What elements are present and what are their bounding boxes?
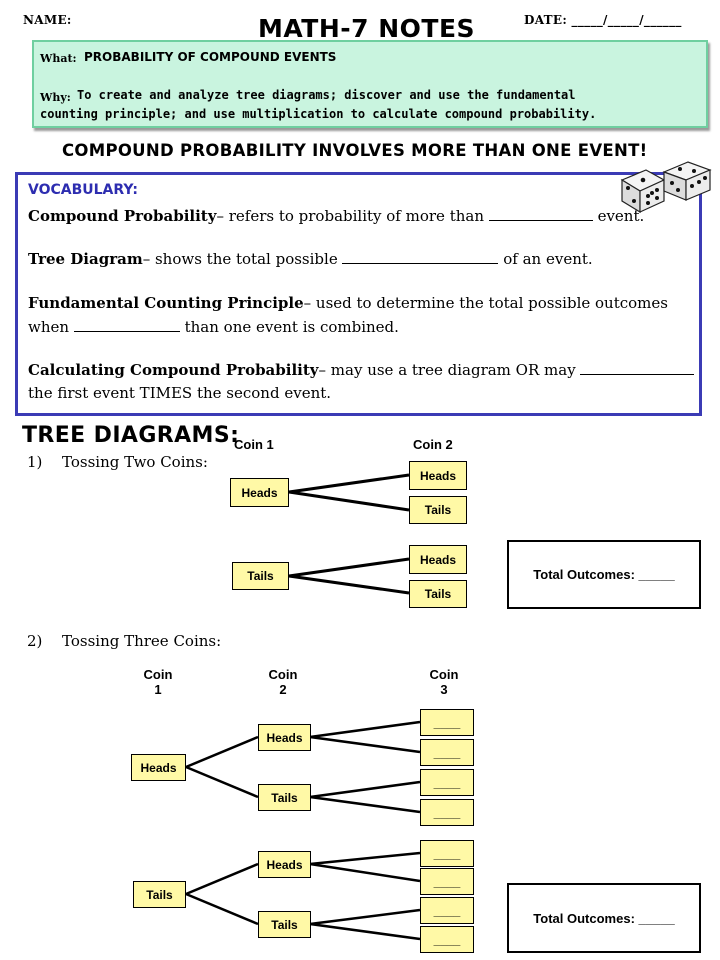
tree-diagrams-heading: TREE DIAGRAMS: [22,423,240,448]
tree-node-coin2-tails: Tails [258,911,311,938]
dice-icon [620,161,712,214]
total-outcomes-blank: _____ [638,910,675,926]
coin1-label: Coin 1 [143,667,173,697]
total-outcomes-label: Total Outcomes: [533,910,635,926]
fill-in-blank [580,362,695,375]
tree-node-coin2-heads: Heads [409,461,467,490]
vocab-term: Compound Probability [28,207,217,225]
why-text-line2: counting principle; and use multiplicati… [40,107,597,121]
vocab-definition-end: event. [597,207,645,225]
tree-node-coin2-heads: Heads [258,724,311,751]
vocab-item-fundamental-counting-line2: when than one event is combined. [28,316,399,339]
vocab-item-compound-probability: Compound Probability– refers to probabil… [28,205,644,228]
date-label: DATE: _____/_____/______ [524,13,682,27]
vocab-definition: – refers to probability of more than [216,207,484,225]
fill-in-blank [73,319,180,332]
name-label: NAME: [23,13,72,27]
coin2-label: Coin 2 [268,667,298,697]
tree-node-coin3-blank: ____ [420,799,474,826]
tree-node-coin3-blank: ____ [420,709,474,736]
vocab-term: Fundamental Counting Principle [28,294,304,312]
total-outcomes-box: Total Outcomes: _____ [507,883,701,953]
objective-box: What: PROBABILITY OF COMPOUND EVENTS Why… [32,40,708,128]
problem1-label: Tossing Two Coins: [62,453,208,471]
vocab-item-tree-diagram: Tree Diagram– shows the total possible o… [28,248,593,271]
tree-node-coin1-tails: Tails [133,881,186,908]
problem2-number: 2) [27,632,43,650]
vocab-term: Calculating Compound Probability [28,361,319,379]
tree-node-coin2-tails: Tails [409,580,467,608]
what-label: What: [40,52,77,65]
tree-node-coin2-heads: Heads [258,851,311,878]
tree-node-coin2-heads: Heads [409,545,467,574]
tree-node-coin1-tails: Tails [232,562,289,590]
tree-node-coin2-tails: Tails [409,496,467,524]
vocab-definition: – may use a tree diagram OR may [318,361,576,379]
coin2-label: Coin 2 [413,437,453,452]
section-subheading: COMPOUND PROBABILITY INVOLVES MORE THAN … [62,141,648,160]
tree-node-coin3-blank: ____ [420,840,474,867]
coin1-label: Coin 1 [234,437,274,452]
tree-node-coin1-heads: Heads [131,754,186,781]
total-outcomes-label: Total Outcomes: [533,567,635,582]
vocab-definition-end: of an event. [503,250,593,268]
tree-node-coin3-blank: ____ [420,739,474,766]
vocab-definition: – shows the total possible [142,250,338,268]
fill-in-blank [342,251,499,264]
vocab-definition: – used to determine the total possible o… [303,294,668,312]
page-title: MATH-7 NOTES [258,14,476,43]
vocab-definition-end: than one event is combined. [184,318,399,336]
vocabulary-heading: VOCABULARY: [28,182,138,198]
problem2-label: Tossing Three Coins: [62,632,222,650]
what-text: PROBABILITY OF COMPOUND EVENTS [84,50,337,64]
vocab-term: Tree Diagram [28,250,143,268]
tree-node-coin3-blank: ____ [420,769,474,796]
why-label: Why: [40,91,71,104]
tree-node-coin1-heads: Heads [230,478,289,507]
tree-node-coin3-blank: ____ [420,868,474,895]
vocabulary-box: VOCABULARY: Compound Probability– refers… [15,172,702,416]
vocab-item-fundamental-counting: Fundamental Counting Principle– used to … [28,292,668,315]
tree-node-coin2-tails: Tails [258,784,311,811]
coin3-label: Coin 3 [429,667,459,697]
vocab-item-calculating-compound: Calculating Compound Probability– may us… [28,359,695,382]
fill-in-blank [488,208,593,221]
problem1-number: 1) [27,453,43,471]
vocab-item-calculating-compound-line2: the first event TIMES the second event. [28,382,331,405]
why-text-line1: To create and analyze tree diagrams; dis… [77,88,576,102]
total-outcomes-blank: _____ [638,567,675,582]
total-outcomes-box: Total Outcomes: _____ [507,540,701,609]
vocab-definition: when [28,318,70,336]
tree-node-coin3-blank: ____ [420,926,474,953]
tree-node-coin3-blank: ____ [420,897,474,924]
vocab-definition: the first event TIMES the second event. [28,384,332,402]
